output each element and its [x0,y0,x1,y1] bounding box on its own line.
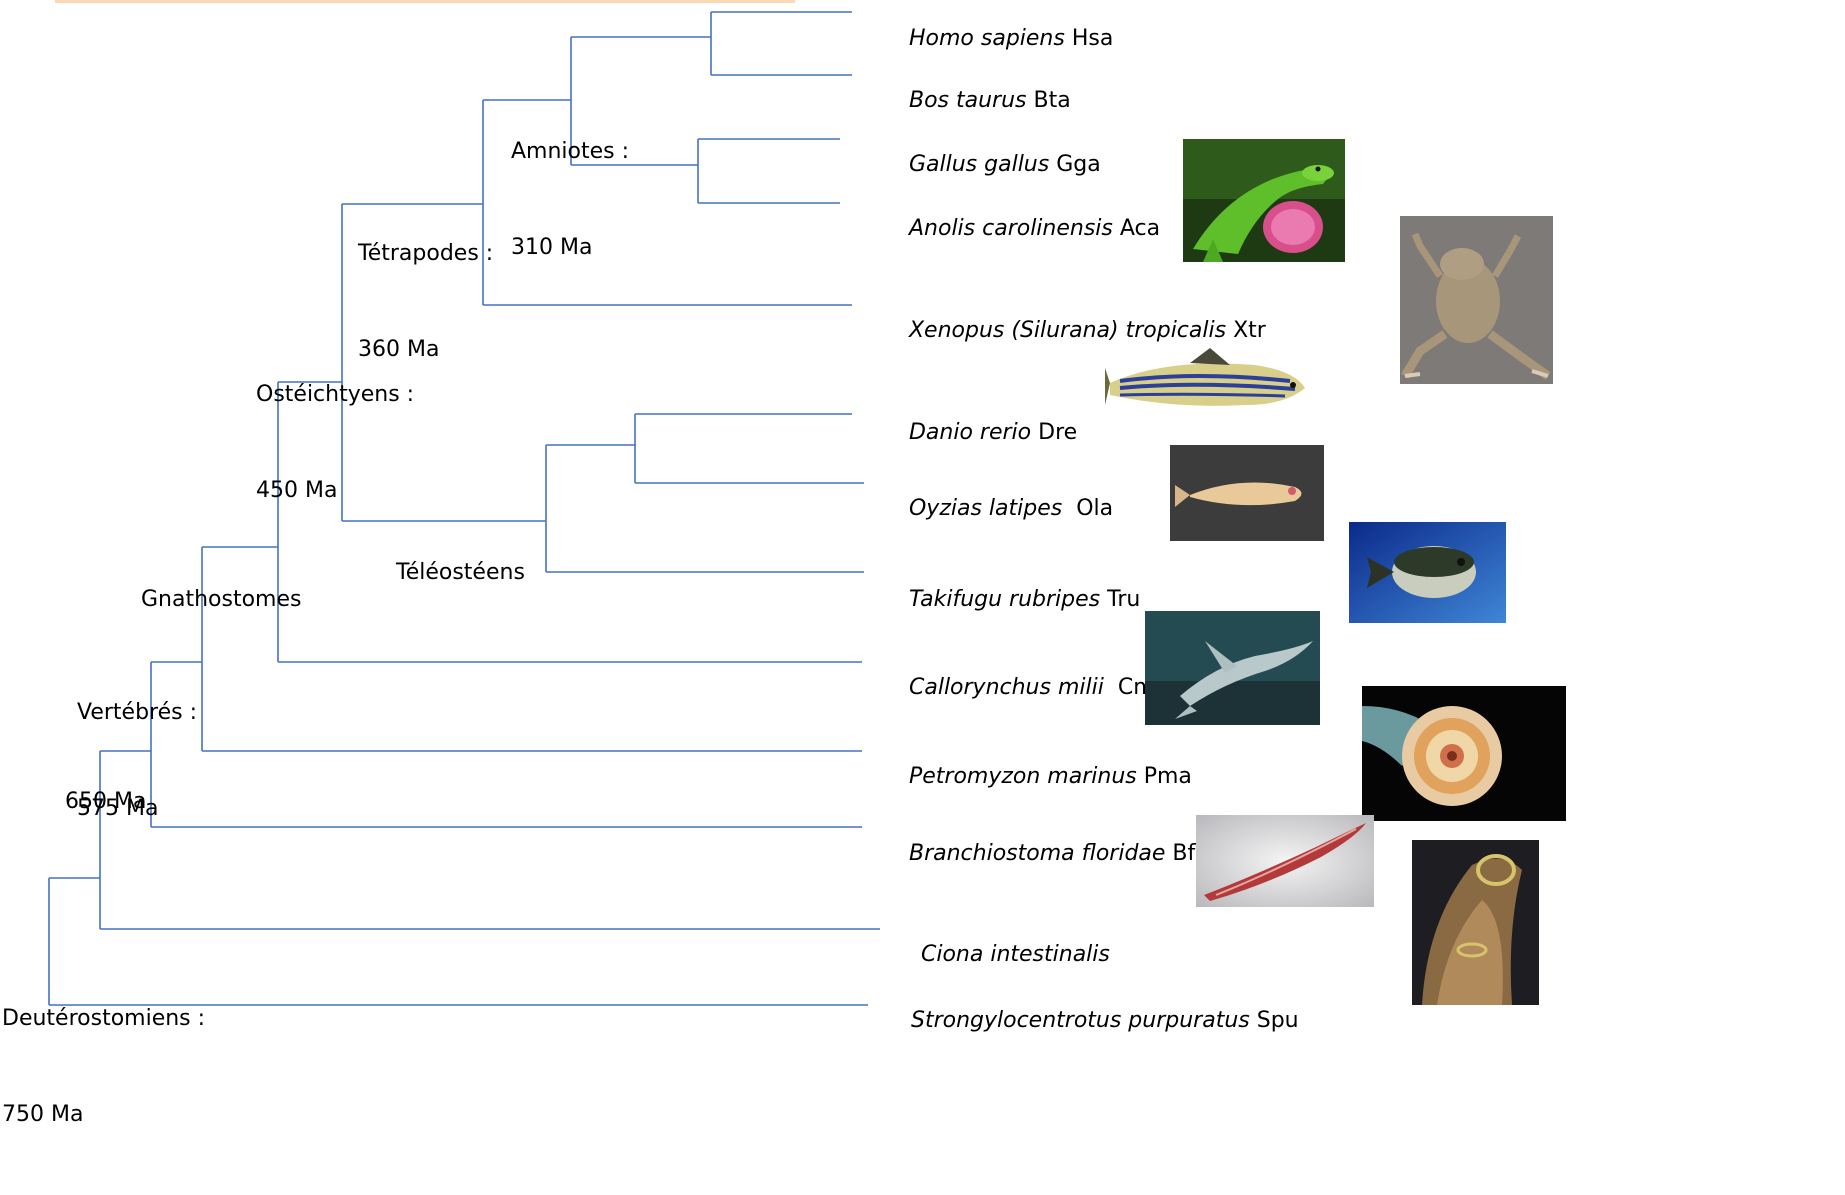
branch-vertebres [151,662,862,827]
node-age: 360 Ma [358,334,493,366]
node-label-teleosteens: Téléostéens [396,493,525,653]
species-code: Xtr [1233,318,1266,343]
taxon-callorynchus-milii: Callorynchus milii Cmi [881,649,1161,727]
species-name: Oyzias latipes [909,496,1062,521]
node-name: Téléostéens [396,557,525,589]
species-code: Dre [1038,420,1077,445]
species-code: Gga [1056,152,1101,177]
lamprey-mouth-photo [1362,686,1566,821]
zebrafish-photo [1105,343,1310,425]
species-name: Gallus gallus [909,152,1049,177]
species-code: Bta [1034,88,1071,113]
pufferfish-photo [1349,522,1506,623]
node-name: Vertébrés : [77,697,197,729]
taxon-strongylocentrotus-purpuratus: Strongylocentrotus purpuratus Spu [883,982,1299,1060]
elephant-shark-photo [1145,611,1320,725]
branch-teleosteens [546,445,864,572]
node-label-amniotes: Amniotes : 310 Ma [511,72,629,328]
node-age: 575 Ma [77,793,197,825]
species-code: Ola [1069,496,1113,521]
node-label-tetrapodes: Tétrapodes : 360 Ma [358,174,493,430]
species-name: Strongylocentrotus purpuratus [911,1008,1250,1033]
branch-650ma [100,751,880,929]
taxon-anolis-carolinensis: Anolis carolinensis Aca [881,190,1160,268]
amphioxus-photo [1196,815,1374,907]
xenopus-frog-photo [1400,216,1553,384]
species-name: Xenopus (Silurana) tropicalis [909,318,1226,343]
species-name: Homo sapiens [909,26,1065,51]
node-name: Tétrapodes : [358,238,493,270]
node-age: 310 Ma [511,232,629,264]
species-name: Petromyzon marinus [909,764,1137,789]
species-name: Callorynchus milii [909,675,1104,700]
node-label-deuterostomes: Deutérostomiens : 750 Ma [2,939,205,1195]
branch-mammals [711,12,852,75]
taxon-takifugu-rubripes: Takifugu rubripes Tru [881,561,1140,639]
phylogenetic-tree-figure: Deutérostomiens : 750 Ma 650 Ma Vertébré… [0,0,1568,1015]
species-name: Danio rerio [909,420,1031,445]
node-name: Amniotes : [511,136,629,168]
node-name: Gnathostomes [141,584,301,616]
ciona-photo [1412,840,1539,1005]
species-name: Bos taurus [909,88,1027,113]
medaka-photo [1170,445,1324,541]
species-name: Anolis carolinensis [909,216,1113,241]
species-name: Ciona intestinalis [921,942,1110,967]
branch-danio-oryzias [635,414,864,483]
species-code: Pma [1144,764,1192,789]
node-age: 750 Ma [2,1099,205,1131]
taxon-petromyzon-marinus: Petromyzon marinus Pma [881,738,1192,816]
node-age: 450 Ma [256,475,414,507]
anole-lizard-photo [1183,139,1345,262]
species-code: Hsa [1072,26,1114,51]
taxon-danio-rerio: Danio rerio Dre [881,394,1077,472]
species-code: Spu [1257,1008,1299,1033]
taxon-oryzias-latipes: Oyzias latipes Ola [881,470,1113,548]
species-name: Branchiostoma floridae [909,841,1165,866]
species-name: Takifugu rubripes [909,587,1100,612]
species-code: Tru [1107,587,1140,612]
taxon-branchiostoma-floridae: Branchiostoma floridae Bfl [881,815,1201,893]
branch-sauropsids [698,139,840,203]
node-name: Deutérostomiens : [2,1003,205,1035]
species-code: Aca [1120,216,1160,241]
